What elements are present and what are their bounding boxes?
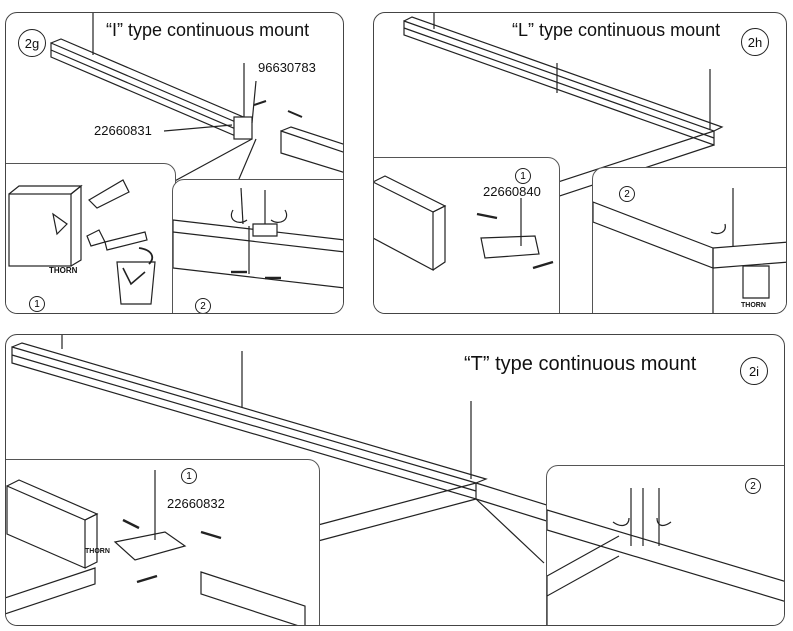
panel-l-type: “L” type continuous mount 2h 22660840 1 (373, 12, 787, 314)
endcap-removal-illustration (8, 179, 156, 305)
panel-title: “I” type continuous mount (106, 20, 310, 40)
part-number-label: 22660832 (167, 496, 225, 511)
t-bracket-illustration (6, 470, 306, 625)
inset-step-2: 2 (546, 465, 784, 625)
panel-i-type: “I” type continuous mount 2g 96630783 22… (5, 12, 344, 314)
part-number-label: 96630783 (258, 60, 316, 75)
step-marker: 2 (745, 478, 761, 494)
panel-title: “L” type continuous mount (512, 20, 721, 40)
endcap-brand-label: THORN (49, 266, 78, 275)
inset-step-2: 2 (172, 179, 343, 313)
panel-badge: 2i (740, 357, 768, 385)
step-marker: 1 (515, 168, 531, 184)
l-joint-illustration (593, 188, 786, 313)
inset-step-2: THORN 2 (592, 167, 786, 313)
l-bracket-illustration (374, 175, 554, 271)
t-type-illustration (11, 335, 567, 564)
panel-badge: 2h (741, 28, 769, 56)
endcap-brand-label: THORN (85, 548, 110, 555)
step-marker: 2 (195, 298, 211, 313)
part-number-label: 22660840 (483, 184, 541, 199)
inset-step-1: 22660832 1 THORN (6, 459, 320, 625)
part-number-label: 22660831 (94, 123, 152, 138)
step-marker: 1 (29, 296, 45, 312)
t-joint-illustration (547, 488, 784, 625)
panel-badge: 2g (18, 29, 46, 57)
inset-step-1: THORN 1 (6, 163, 176, 313)
panel-t-type: “T” type continuous mount 2i 22660832 1 … (5, 334, 785, 626)
panel-title: “T” type continuous mount (464, 353, 697, 375)
endcap-brand-label: THORN (741, 302, 766, 309)
inset-step-1: 22660840 1 (374, 157, 560, 313)
step-marker: 2 (619, 186, 635, 202)
step-marker: 1 (181, 468, 197, 484)
joining-illustration (173, 187, 343, 289)
